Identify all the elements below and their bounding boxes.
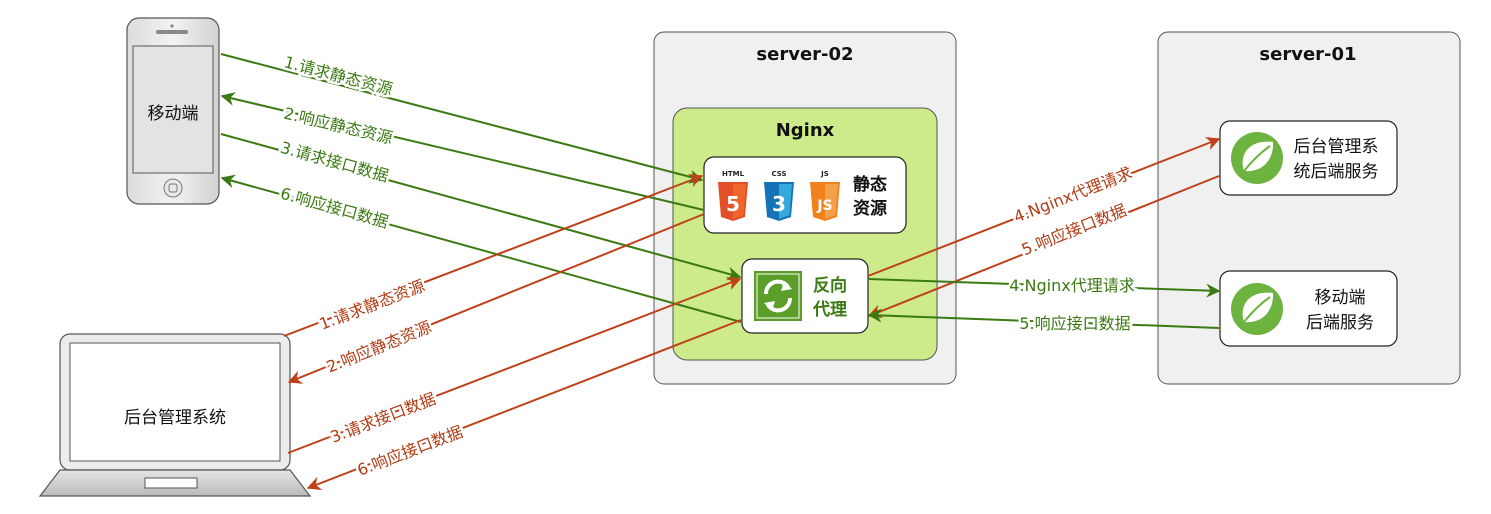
label-mobile-req-api: 3.请求接口数据 [278, 138, 390, 186]
server-02-title: server-02 [756, 44, 853, 65]
svg-text:JS: JS [816, 198, 832, 214]
proxy-admin-arrows [867, 137, 1221, 318]
mobile-device-label: 移动端 [148, 104, 199, 124]
mobile-arrows [220, 53, 742, 323]
svg-text:CSS: CSS [771, 170, 786, 178]
arrow-proxy-mobile-resp [867, 308, 1220, 329]
proxy-admin-arrow-labels: 4.Nginx代理请求 5.响应接口数据 [1009, 161, 1138, 262]
mobile-arrow-labels: 1.请求静态资源 2.响应静态资源 3.请求接口数据 6.响应接口数据 [276, 50, 397, 234]
proxy-label-line1: 反向 [813, 275, 847, 296]
proxy-label-line2: 代理 [812, 299, 847, 320]
laptop: 后台管理系统 [38, 333, 312, 497]
arrow-mobile-resp-static [220, 92, 705, 211]
svg-text:5: 5 [726, 192, 740, 216]
html5-icon: HTML 5 [718, 170, 748, 221]
arrow-mobile-req-api [220, 133, 742, 281]
nginx-title: Nginx [776, 120, 835, 141]
svg-text:JS: JS [820, 170, 829, 178]
arrow-proxy-admin-resp [867, 175, 1220, 318]
arrow-mobile-resp-api [220, 174, 742, 323]
spring-leaf-icon [1231, 283, 1283, 335]
laptop-arrows [283, 173, 742, 490]
admin-backend-service-box: 后台管理系 统后端服务 [1219, 120, 1398, 196]
label-proxy-mobile-req: 4.Nginx代理请求 [1009, 276, 1134, 295]
admin-backend-line2: 统后端服务 [1294, 162, 1379, 182]
arrow-laptop-resp-static [287, 213, 705, 384]
svg-text:3: 3 [772, 192, 786, 216]
mobile-backend-service-box: 移动端 后端服务 [1219, 270, 1398, 347]
proxy-mobile-arrows [867, 278, 1221, 329]
static-label-line2: 资源 [853, 198, 887, 219]
mobile-backend-line1: 移动端 [1315, 288, 1366, 308]
refresh-icon [754, 271, 802, 321]
arrow-laptop-resp-api [306, 319, 742, 490]
mobile-phone: 移动端 [126, 17, 220, 205]
reverse-proxy-box: 反向 代理 [741, 258, 869, 334]
label-proxy-mobile-resp: 5.响应接口数据 [1019, 314, 1130, 333]
laptop-device-label: 后台管理系统 [124, 408, 226, 428]
arrow-laptop-req-api [287, 276, 742, 454]
svg-text:HTML: HTML [722, 170, 745, 178]
laptop-arrow-labels: 1.请求静态资源 2.响应静态资源 3.请求接口数据 6.响应接口数据 [314, 274, 468, 483]
static-resources-box: HTML 5 CSS 3 JS JS 静态 资源 [703, 156, 907, 234]
server-01-title: server-01 [1259, 44, 1356, 65]
arrow-laptop-req-static [283, 173, 704, 337]
arrow-proxy-mobile-req [867, 278, 1221, 298]
static-label-line1: 静态 [853, 174, 887, 195]
admin-backend-line1: 后台管理系 [1294, 137, 1379, 157]
mobile-backend-line2: 后端服务 [1306, 313, 1374, 333]
css3-icon: CSS 3 [764, 170, 794, 221]
spring-leaf-icon [1231, 132, 1283, 184]
label-mobile-resp-api: 6.响应接口数据 [278, 184, 390, 232]
arrow-proxy-admin-req [867, 137, 1221, 277]
arrow-mobile-req-static [220, 53, 704, 184]
label-mobile-req-static: 1.请求静态资源 [282, 52, 394, 99]
js-icon: JS JS [810, 170, 840, 221]
proxy-mobile-arrow-labels: 4.Nginx代理请求 5.响应接口数据 [1007, 274, 1137, 336]
